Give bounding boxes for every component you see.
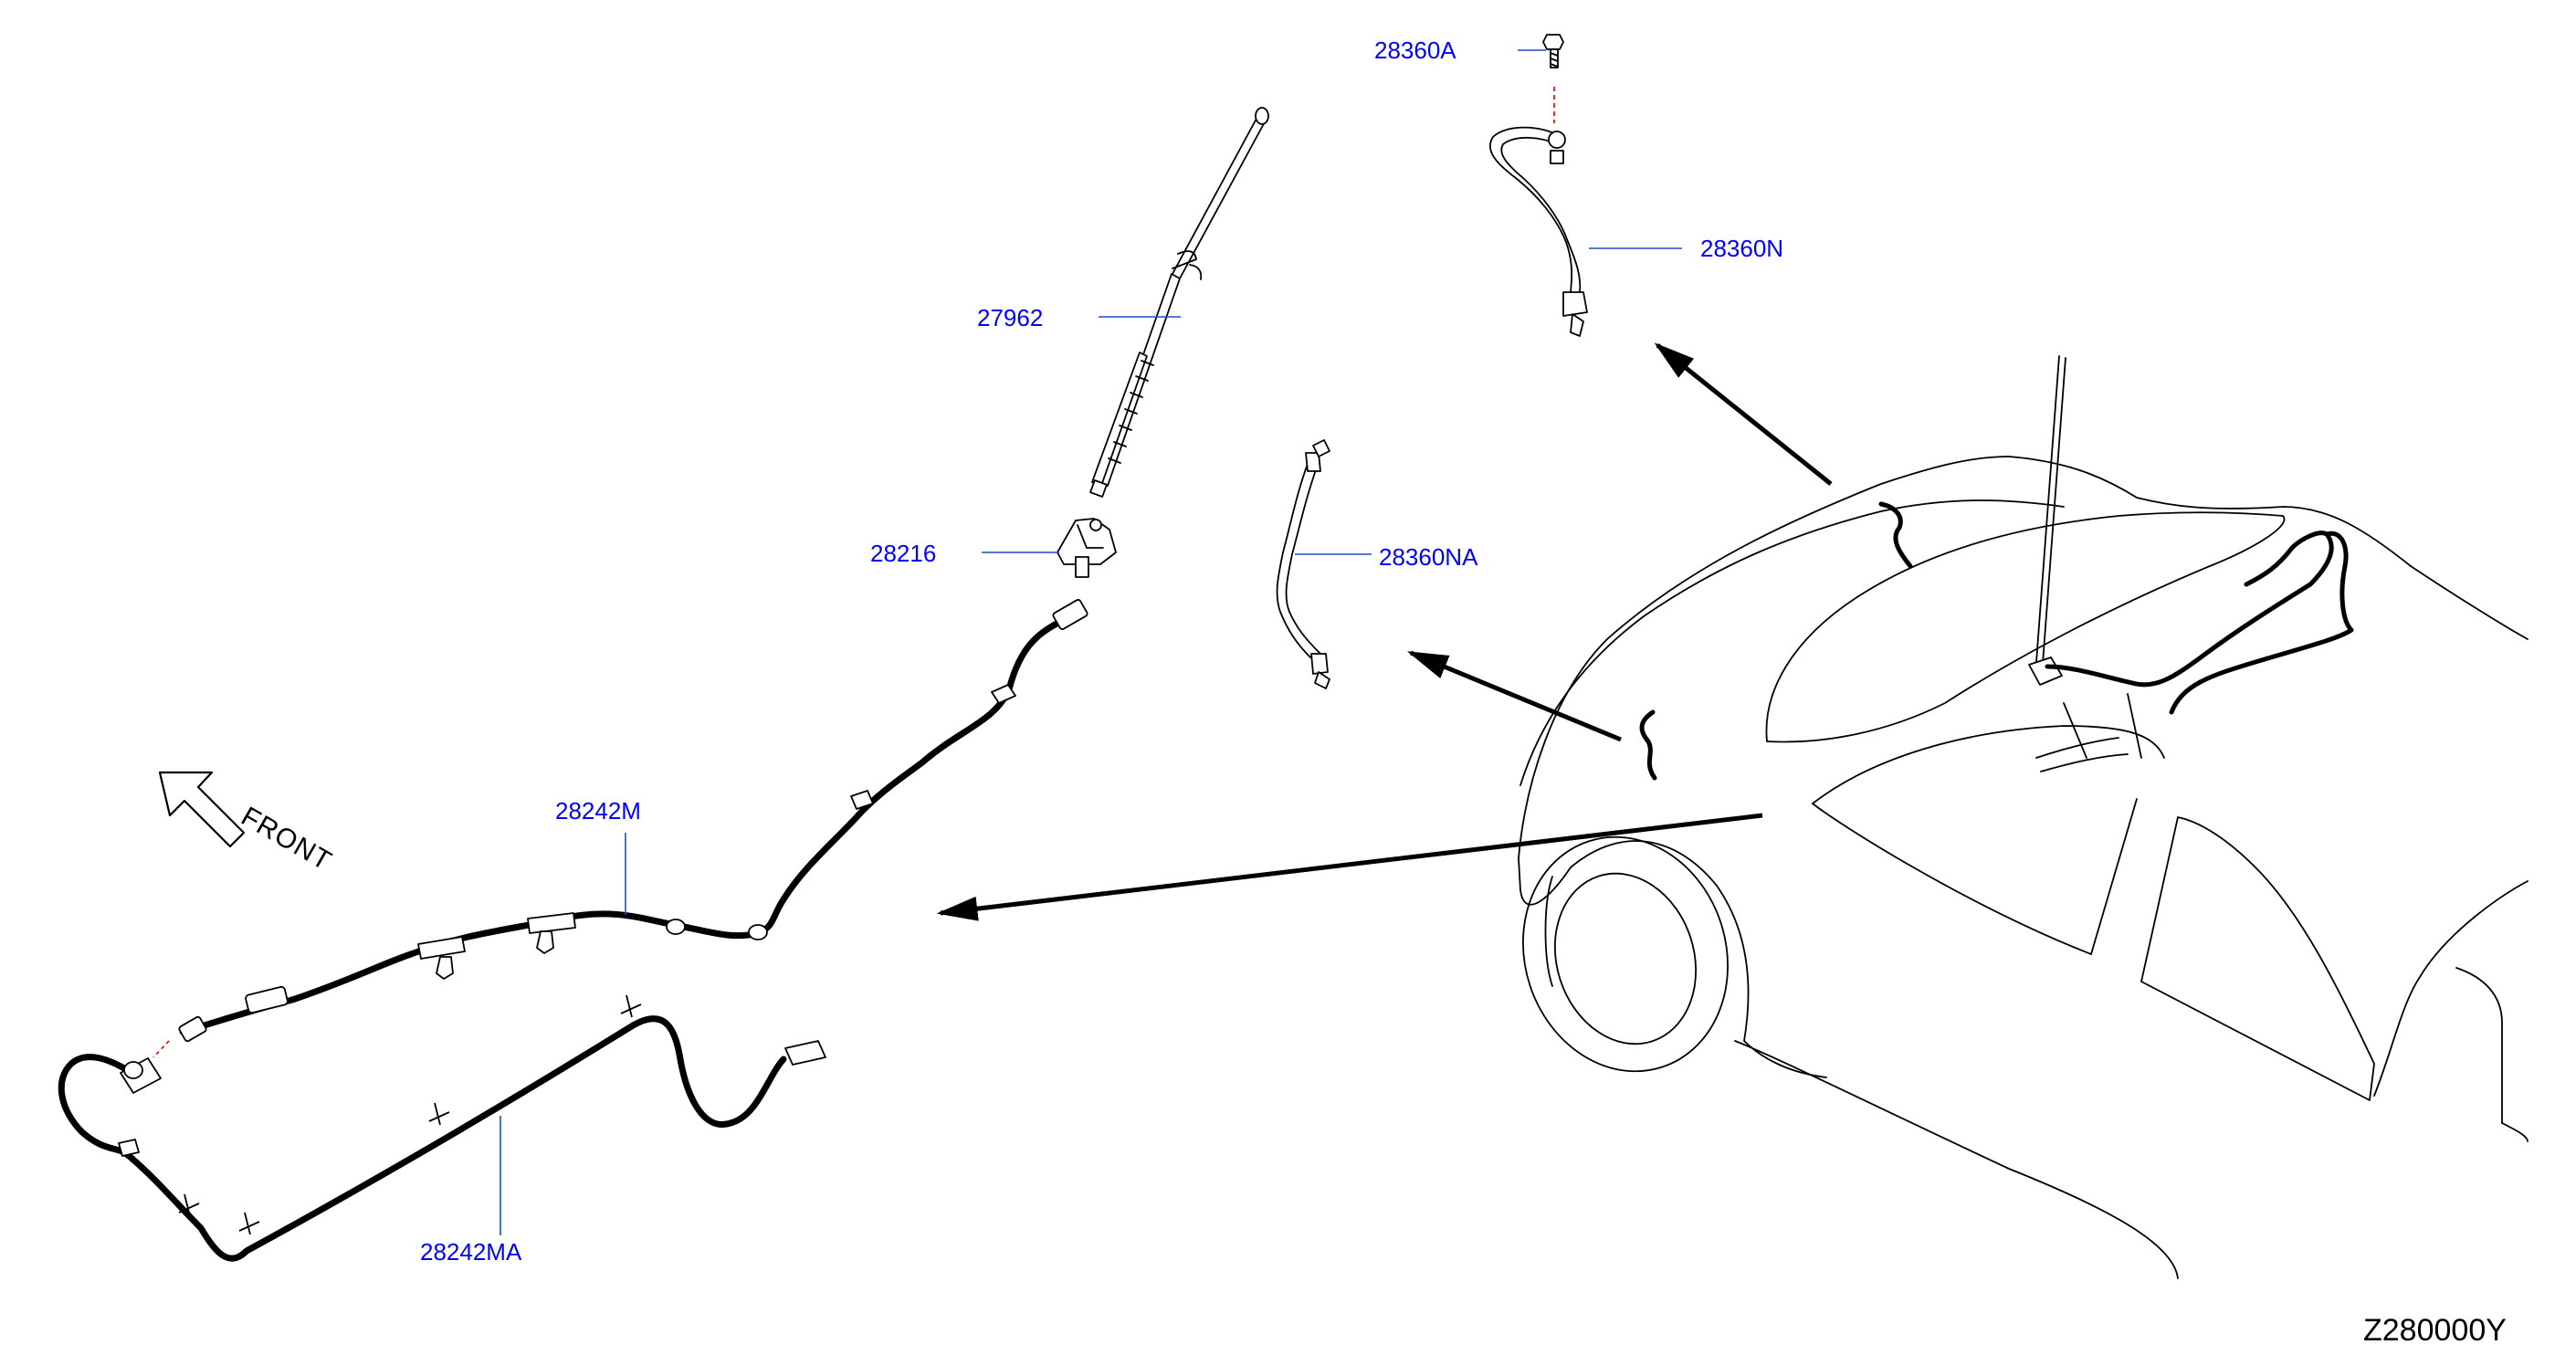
feeder-harness-rear bbox=[58, 994, 826, 1262]
ground-strap-side bbox=[1276, 439, 1330, 689]
label-ground-strap-side: 28360NA bbox=[1379, 543, 1478, 571]
front-label: FRONT bbox=[237, 801, 337, 877]
diagram-id: Z280000Y bbox=[2363, 1313, 2507, 1348]
arrow-to-harness bbox=[936, 813, 1763, 921]
label-antenna-base: 28216 bbox=[870, 540, 936, 567]
label-feeder-rear: 28242MA bbox=[420, 1238, 522, 1266]
feeder-harness-front bbox=[178, 599, 1088, 1043]
antenna-base bbox=[1057, 518, 1117, 578]
front-indicator: FRONT bbox=[158, 771, 337, 877]
front-arrow-icon bbox=[158, 771, 246, 848]
callout-arrows bbox=[936, 342, 1833, 921]
label-feeder-front: 28242M bbox=[555, 797, 641, 825]
ground-strap-top bbox=[1488, 126, 1588, 337]
label-screw: 28360A bbox=[1374, 37, 1456, 64]
arrow-to-ground-strap-top bbox=[1654, 342, 1833, 486]
screw bbox=[1542, 34, 1564, 123]
antenna-rod bbox=[1089, 107, 1269, 498]
vehicle-outline bbox=[1518, 355, 2529, 1279]
leader-lines bbox=[499, 49, 1682, 1235]
arrow-to-ground-strap-side bbox=[1406, 650, 1622, 742]
label-antenna-rod: 27962 bbox=[977, 304, 1043, 331]
label-ground-strap-top: 28360N bbox=[1700, 235, 1783, 262]
